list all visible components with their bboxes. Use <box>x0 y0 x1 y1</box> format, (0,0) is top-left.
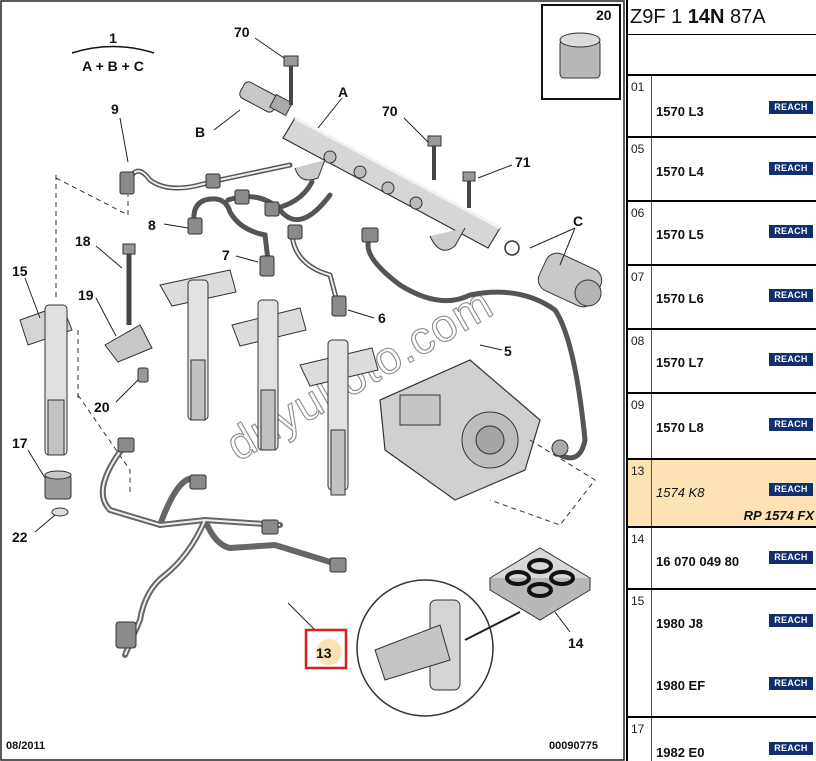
reach-badge[interactable]: REACH <box>769 162 813 175</box>
fuel-rail[interactable] <box>282 116 501 251</box>
part-number: 1570 L3 <box>656 104 704 119</box>
bolt-70-left[interactable] <box>283 55 299 105</box>
row-number: 08 <box>628 330 652 392</box>
reach-badge[interactable]: REACH <box>769 353 813 366</box>
part-row[interactable]: 09 1570 L8 REACH <box>628 394 816 460</box>
row-number: 14 <box>628 528 652 588</box>
reach-badge[interactable]: REACH <box>769 101 813 114</box>
part-number: 1982 E0 <box>656 745 705 760</box>
part-number: 1570 L6 <box>656 291 704 306</box>
ref-6: 6 <box>378 310 386 326</box>
injector-3[interactable] <box>299 339 379 496</box>
zoom-detail[interactable] <box>356 579 521 717</box>
ref-70-right: 70 <box>382 103 398 119</box>
row-number: 15 <box>628 590 652 716</box>
row-number: 01 <box>628 76 652 136</box>
reach-badge[interactable]: REACH <box>769 551 813 564</box>
ref-70-top: 70 <box>234 24 250 40</box>
part-number: 1980 J8 <box>656 616 703 631</box>
reach-badge[interactable]: REACH <box>769 614 813 627</box>
part-row[interactable]: 05 1570 L4 REACH <box>628 138 816 202</box>
ref-18: 18 <box>75 233 91 249</box>
part-row[interactable]: 17 1982 E0 REACH <box>628 718 816 761</box>
injector-1[interactable] <box>159 269 237 421</box>
part-row[interactable]: 15 1980 J8 REACH 1980 EF REACH <box>628 590 816 718</box>
part-row[interactable]: 07 1570 L6 REACH <box>628 266 816 330</box>
bolt-71[interactable] <box>462 171 476 208</box>
ref-20: 20 <box>94 399 110 415</box>
part-row[interactable]: 14 16 070 049 80 REACH <box>628 528 816 590</box>
ref-15: 15 <box>12 263 28 279</box>
high-pressure-pump[interactable] <box>379 359 569 501</box>
reach-badge[interactable]: REACH <box>769 225 813 238</box>
diagram-date: 08/2011 <box>6 740 45 752</box>
exploded-parts-diagram: 1 A + B + C 20 duyukoto.com <box>0 0 625 761</box>
part-row[interactable]: 06 1570 L5 REACH <box>628 202 816 266</box>
ref-5: 5 <box>504 343 512 359</box>
ref-71: 71 <box>515 154 531 170</box>
row-number: 09 <box>628 394 652 458</box>
part-number: 16 070 049 80 <box>656 554 740 569</box>
ref-17: 17 <box>12 435 28 451</box>
ref-A: A <box>338 84 348 100</box>
reach-badge[interactable]: REACH <box>769 483 813 496</box>
ref-7: 7 <box>222 247 230 263</box>
header-code-b: 14N <box>687 6 725 28</box>
ref-13-highlight[interactable]: 13 <box>304 628 348 670</box>
detail-box-label: 20 <box>596 7 612 23</box>
injector-15[interactable] <box>19 304 73 456</box>
parts-panel: Z9F 1 14N 87A 01 1570 L3 REACH 05 1570 L… <box>626 0 816 761</box>
seal-kit-14[interactable] <box>489 547 591 621</box>
alternate-part-number: RP 1574 FX <box>743 508 814 523</box>
row-number: 06 <box>628 202 652 264</box>
part-row[interactable]: 08 1570 L7 REACH <box>628 330 816 394</box>
row-number: 17 <box>628 718 652 761</box>
header-code-c: 87A <box>724 6 766 28</box>
diagram-doc-number: 00090775 <box>549 740 598 752</box>
part-row-selected[interactable]: 13 1574 K8 REACH RP 1574 FX <box>628 460 816 528</box>
part-row[interactable]: 01 1570 L3 REACH <box>628 74 816 138</box>
washer-22[interactable] <box>51 507 69 517</box>
pressure-regulator[interactable] <box>504 240 606 311</box>
panel-header: Z9F 1 14N 87A <box>628 0 816 35</box>
injector-2[interactable] <box>231 299 307 451</box>
part-number: 1570 L7 <box>656 355 704 370</box>
reach-badge[interactable]: REACH <box>769 289 813 302</box>
reach-badge[interactable]: REACH <box>769 677 813 690</box>
ref-22: 22 <box>12 529 28 545</box>
bolt-70-right[interactable] <box>427 135 442 180</box>
reach-badge[interactable]: REACH <box>769 742 813 755</box>
part-number: 1570 L5 <box>656 227 704 242</box>
seal-17[interactable] <box>44 470 72 500</box>
row-number: 07 <box>628 266 652 328</box>
reach-badge[interactable]: REACH <box>769 418 813 431</box>
ref-14: 14 <box>568 635 584 651</box>
ref-8: 8 <box>148 217 156 233</box>
part-number: 1570 L8 <box>656 420 704 435</box>
bolt-18[interactable] <box>122 243 136 325</box>
part-number-secondary: 1980 EF <box>656 678 706 693</box>
clamp-19[interactable] <box>104 324 153 363</box>
group-number: 1 <box>109 30 117 46</box>
row-number: 05 <box>628 138 652 200</box>
part-number: 1570 L4 <box>656 164 704 179</box>
ref-C: C <box>573 213 583 229</box>
row-number: 13 <box>628 460 652 526</box>
group-formula: A + B + C <box>82 58 144 74</box>
header-code-a: Z9F 1 <box>630 6 688 28</box>
ref-13: 13 <box>316 645 332 661</box>
detail-box-20[interactable]: 20 <box>541 4 621 100</box>
pressure-sensor[interactable] <box>238 80 293 117</box>
part-number: 1574 K8 <box>656 485 705 500</box>
ref-19: 19 <box>78 287 94 303</box>
ref-B: B <box>195 124 205 140</box>
nut-20[interactable] <box>137 367 149 383</box>
ref-9: 9 <box>111 101 119 117</box>
